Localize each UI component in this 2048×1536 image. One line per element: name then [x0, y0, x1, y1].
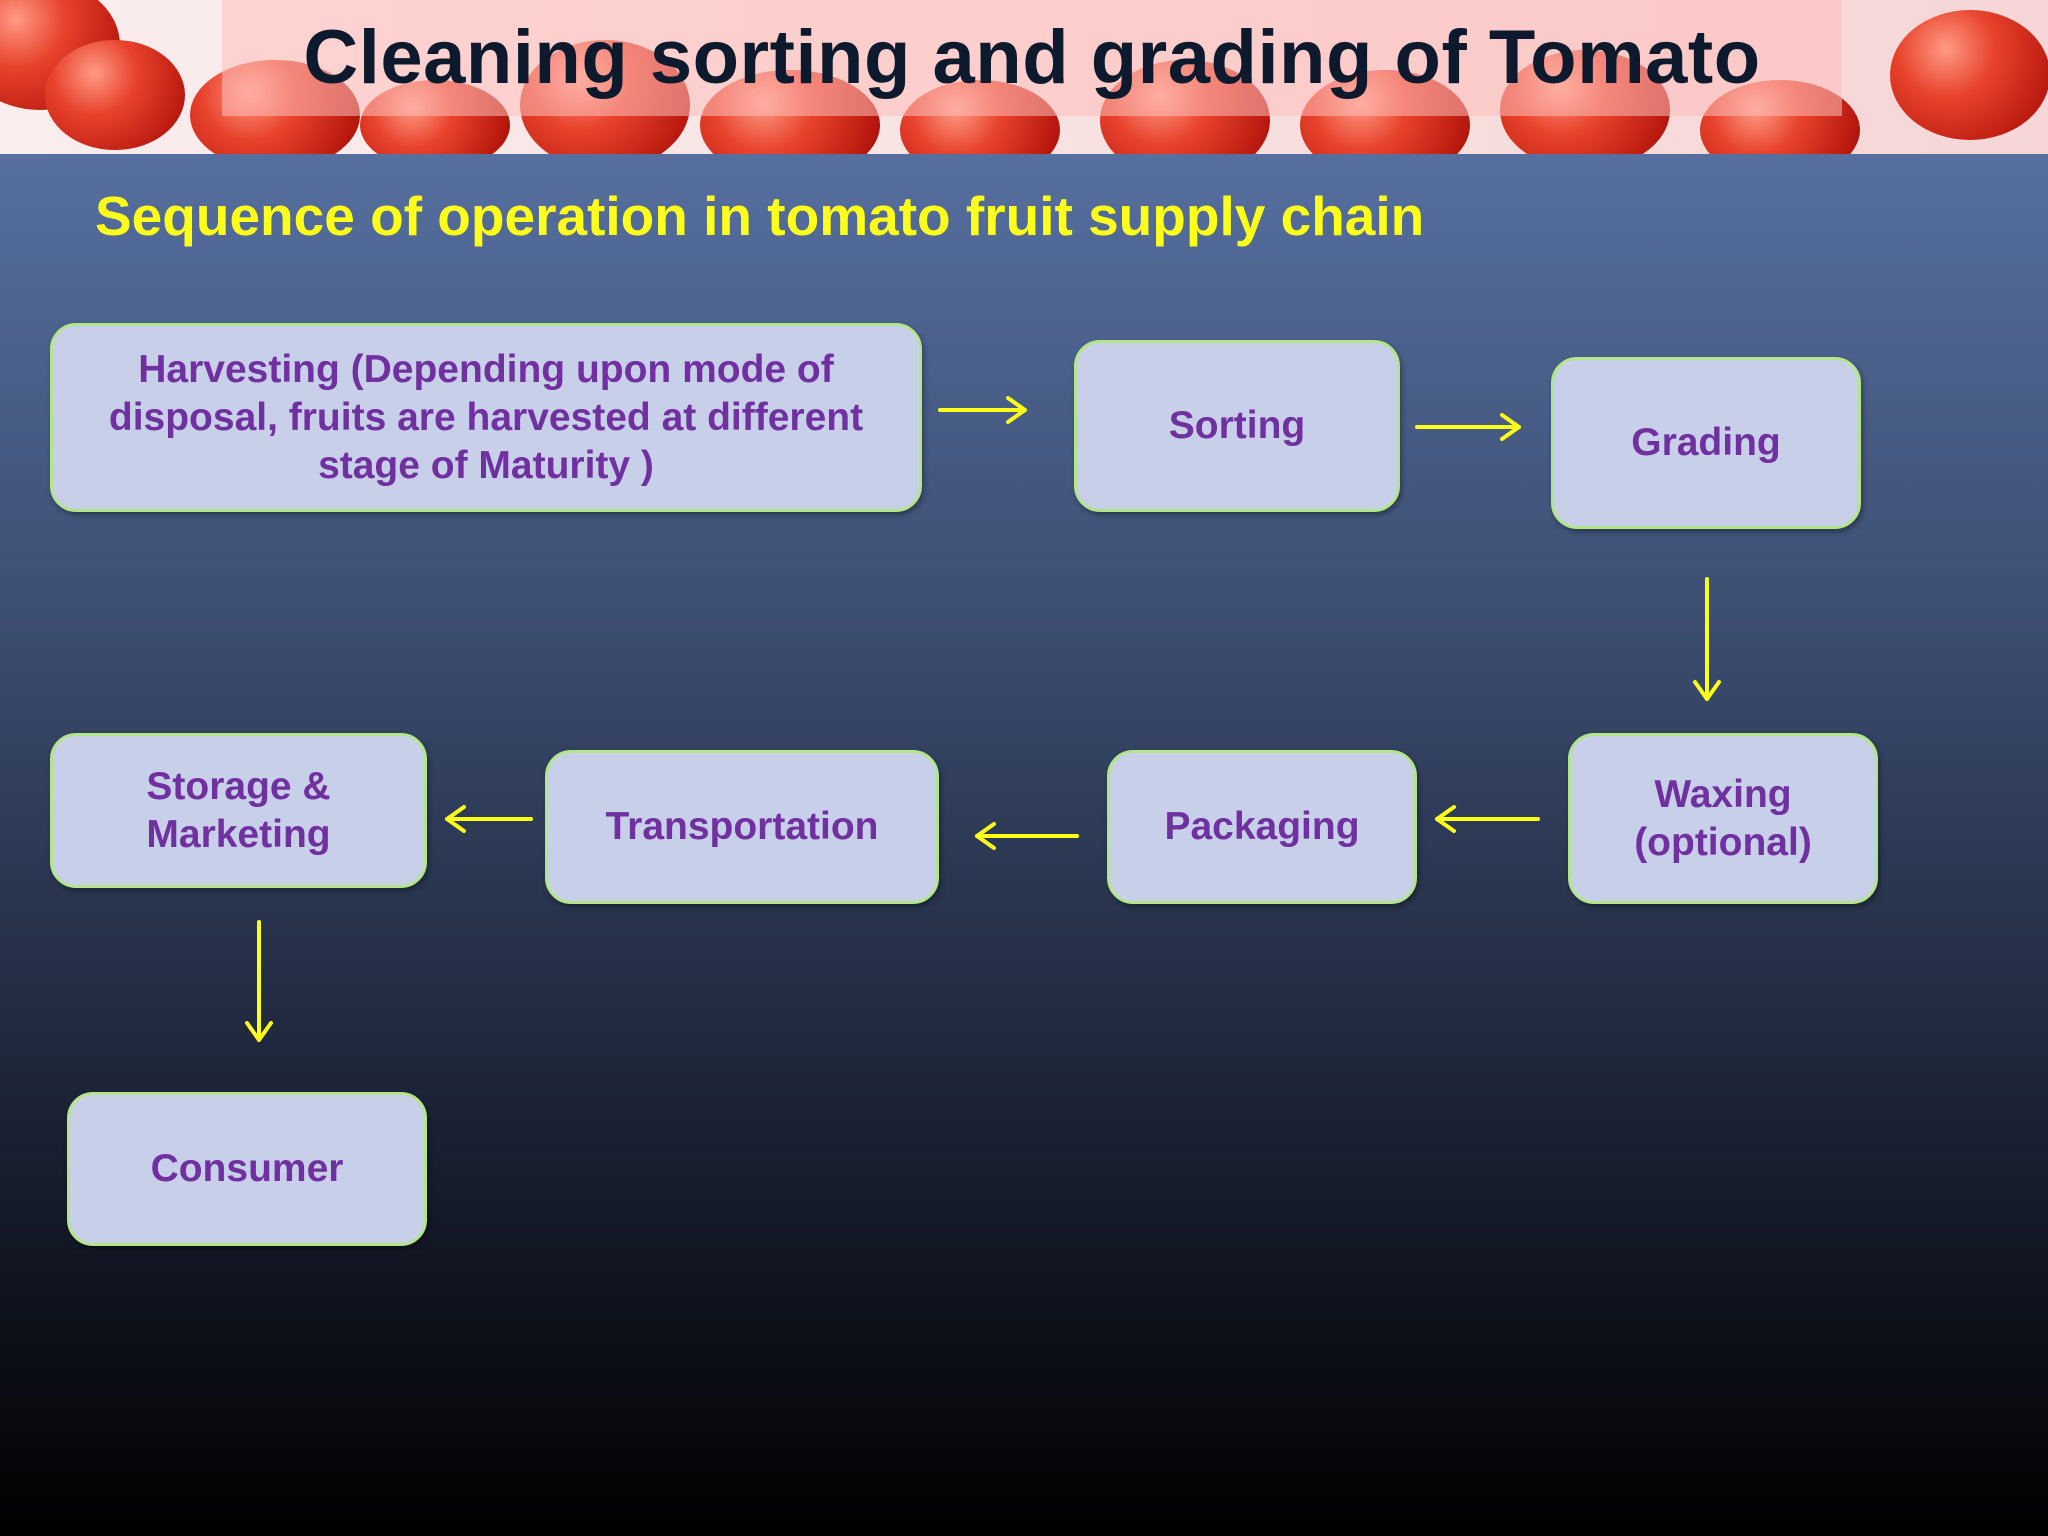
step-grading: Grading — [1551, 357, 1861, 529]
step-harvesting: Harvesting (Depending upon mode of dispo… — [50, 323, 922, 512]
step-consumer: Consumer — [67, 1092, 427, 1246]
arrow-left-icon — [1435, 805, 1540, 833]
step-transportation: Transportation — [545, 750, 939, 904]
arrow-left-icon — [975, 822, 1079, 850]
page-title: Cleaning sorting and grading of Tomato — [303, 15, 1761, 100]
step-packaging: Packaging — [1107, 750, 1417, 904]
title-backdrop — [222, 0, 1842, 116]
arrow-left-icon — [445, 805, 533, 833]
tomato-image — [1890, 10, 2048, 140]
tomato-image — [45, 40, 185, 150]
section-subtitle: Sequence of operation in tomato fruit su… — [95, 185, 1425, 247]
step-storage-marketing: Storage & Marketing — [50, 733, 427, 888]
step-sorting: Sorting — [1074, 340, 1400, 512]
arrow-down-icon — [1693, 577, 1721, 701]
step-waxing: Waxing (optional) — [1568, 733, 1878, 904]
header-banner: Cleaning sorting and grading of Tomato — [0, 0, 2048, 154]
arrow-right-icon — [938, 396, 1027, 424]
arrow-down-icon — [245, 920, 273, 1042]
arrow-right-icon — [1415, 413, 1521, 441]
